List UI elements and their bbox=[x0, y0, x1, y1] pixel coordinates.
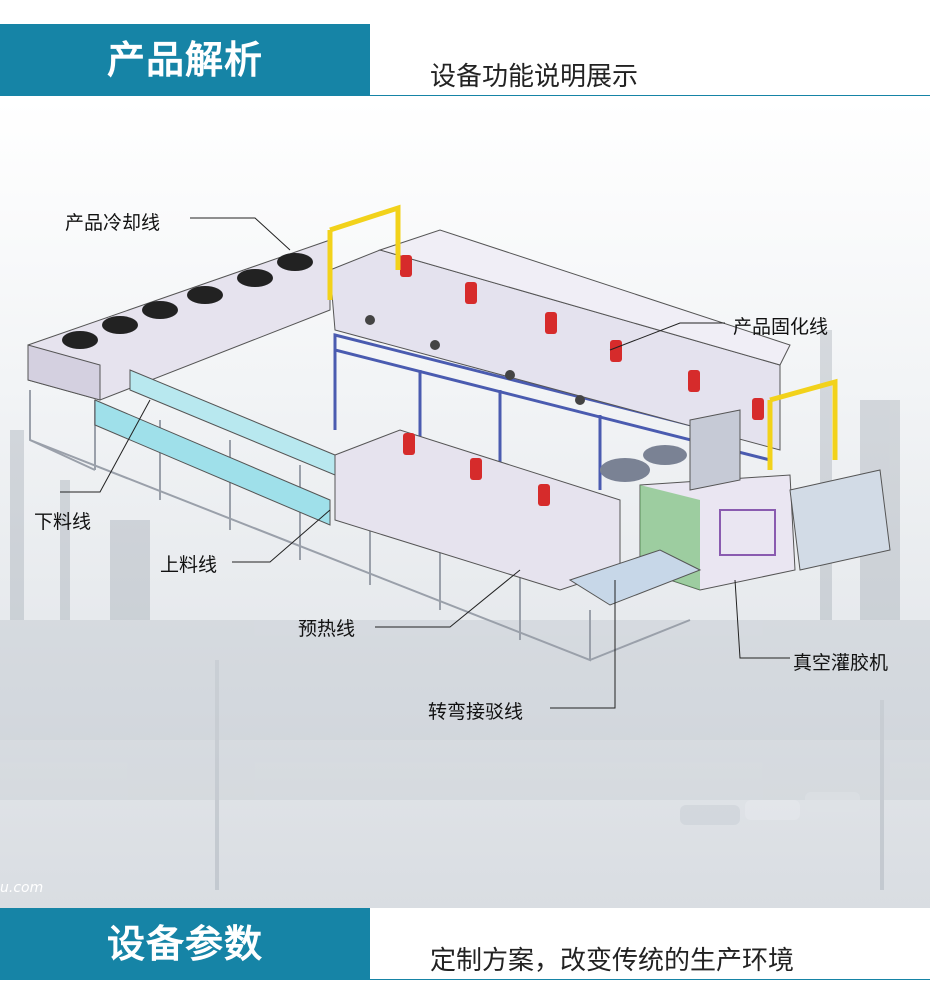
section-header-params: 设备参数 定制方案，改变传统的生产环境 bbox=[0, 908, 930, 980]
background-plant bbox=[0, 330, 930, 890]
watermark: u.com bbox=[0, 880, 44, 896]
header-divider bbox=[370, 979, 930, 980]
callout-preheat-line: 预热线 bbox=[298, 618, 356, 640]
callout-leaders bbox=[60, 217, 790, 709]
loading-conveyor bbox=[94, 399, 331, 526]
background-cars bbox=[680, 792, 860, 825]
callout-loading-line: 上料线 bbox=[160, 554, 218, 576]
section-title: 设备参数 bbox=[0, 908, 370, 980]
output-conveyor bbox=[789, 469, 891, 571]
section-title: 产品解析 bbox=[0, 24, 370, 96]
preheat-line bbox=[334, 429, 621, 591]
header-divider bbox=[370, 95, 930, 96]
callout-cooling-line: 产品冷却线 bbox=[65, 212, 161, 234]
equipment-illustration bbox=[0, 100, 930, 908]
cooling-line bbox=[27, 239, 331, 401]
safety-guard bbox=[327, 204, 401, 300]
section-header-analysis: 产品解析 设备功能说明展示 bbox=[0, 24, 930, 96]
curing-line bbox=[327, 204, 838, 470]
section-subtitle: 定制方案，改变传统的生产环境 bbox=[430, 946, 795, 976]
motor-icons bbox=[400, 255, 764, 420]
callout-curing-line: 产品固化线 bbox=[733, 316, 829, 338]
turn-conveyor bbox=[568, 549, 702, 606]
callout-unloading-line: 下料线 bbox=[34, 511, 92, 533]
section-subtitle: 设备功能说明展示 bbox=[430, 62, 639, 92]
callout-vacuum-machine: 真空灌胶机 bbox=[793, 652, 889, 674]
callout-turn-line: 转弯接驳线 bbox=[428, 701, 524, 723]
safety-guard bbox=[767, 378, 838, 470]
